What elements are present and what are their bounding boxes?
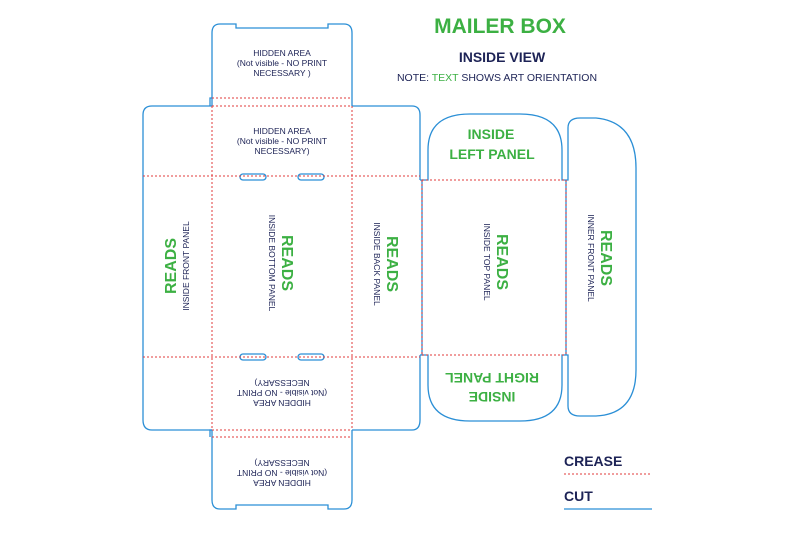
svg-text:(Not visible - NO PRINT: (Not visible - NO PRINT bbox=[237, 136, 327, 146]
hidden-area-bottom-inner: HIDDEN AREA (Not visible - NO PRINT NECE… bbox=[237, 378, 327, 408]
svg-text:INSIDE BACK PANEL: INSIDE BACK PANEL bbox=[372, 222, 382, 306]
svg-text:(Not visible - NO PRINT: (Not visible - NO PRINT bbox=[237, 388, 327, 398]
legend: CREASE CUT bbox=[564, 453, 652, 510]
legend-crease-label: CREASE bbox=[564, 453, 622, 469]
left-panel-cut bbox=[142, 105, 212, 431]
bottom-outer-flap-cut bbox=[211, 437, 353, 510]
orientation-note: NOTE: TEXT SHOWS ART ORIENTATION bbox=[397, 72, 597, 84]
inside-right-panel-label: INSIDE RIGHT PANEL bbox=[445, 370, 539, 405]
diagram-subtitle: INSIDE VIEW bbox=[459, 49, 546, 65]
hidden-area-bottom-outer: HIDDEN AREA (Not visible - NO PRINT NECE… bbox=[237, 458, 327, 488]
svg-text:HIDDEN AREA: HIDDEN AREA bbox=[253, 478, 311, 488]
svg-text:READS: READS bbox=[493, 234, 510, 290]
svg-text:INNER FRONT PANEL: INNER FRONT PANEL bbox=[586, 214, 596, 302]
crease-lines bbox=[143, 97, 567, 438]
svg-text:INSIDE FRONT PANEL: INSIDE FRONT PANEL bbox=[181, 221, 191, 311]
inside-left-panel-label: INSIDE LEFT PANEL bbox=[449, 126, 535, 162]
slot-cut bbox=[297, 173, 325, 181]
inner-front-panel-cut bbox=[566, 117, 637, 417]
svg-text:HIDDEN AREA: HIDDEN AREA bbox=[253, 48, 311, 58]
svg-text:HIDDEN AREA: HIDDEN AREA bbox=[253, 398, 311, 408]
top-panel-cut bbox=[420, 179, 423, 356]
hidden-area-top-outer: HIDDEN AREA (Not visible - NO PRINT NECE… bbox=[237, 48, 327, 78]
slot-cut bbox=[239, 173, 267, 181]
inside-left-panel-cut bbox=[422, 113, 566, 181]
svg-text:INSIDE TOP PANEL: INSIDE TOP PANEL bbox=[482, 223, 492, 301]
inside-top-panel-label: READS INSIDE TOP PANEL bbox=[482, 223, 510, 301]
svg-text:INSIDE BOTTOM PANEL: INSIDE BOTTOM PANEL bbox=[267, 215, 277, 312]
back-panel-cut bbox=[352, 105, 421, 431]
legend-cut-label: CUT bbox=[564, 488, 593, 504]
svg-text:LEFT PANEL: LEFT PANEL bbox=[449, 146, 535, 162]
inside-front-panel-label: READS INSIDE FRONT PANEL bbox=[163, 221, 191, 311]
svg-text:INSIDE: INSIDE bbox=[469, 389, 516, 405]
left-notch-cut bbox=[209, 97, 212, 437]
hidden-area-top-inner: HIDDEN AREA (Not visible - NO PRINT NECE… bbox=[237, 126, 327, 156]
svg-text:NECESSARY ): NECESSARY ) bbox=[253, 68, 310, 78]
inside-right-panel-cut bbox=[422, 354, 566, 422]
inside-back-panel-label: READS INSIDE BACK PANEL bbox=[372, 222, 400, 306]
svg-text:(Not visible - NO PRINT: (Not visible - NO PRINT bbox=[237, 58, 327, 68]
svg-text:READS: READS bbox=[597, 230, 614, 286]
inner-front-panel-label: READS INNER FRONT PANEL bbox=[586, 214, 614, 302]
svg-text:NECESSARY): NECESSARY) bbox=[254, 458, 309, 468]
svg-text:RIGHT PANEL: RIGHT PANEL bbox=[445, 370, 539, 386]
svg-text:(Not visible - NO PRINT: (Not visible - NO PRINT bbox=[237, 468, 327, 478]
svg-text:INSIDE: INSIDE bbox=[468, 126, 515, 142]
inside-bottom-panel-label: READS INSIDE BOTTOM PANEL bbox=[267, 215, 295, 312]
svg-text:READS: READS bbox=[383, 236, 400, 292]
svg-text:READS: READS bbox=[163, 238, 180, 294]
svg-text:NECESSARY): NECESSARY) bbox=[254, 378, 309, 388]
svg-text:READS: READS bbox=[278, 235, 295, 291]
top-outer-flap-cut bbox=[211, 23, 353, 98]
svg-text:HIDDEN AREA: HIDDEN AREA bbox=[253, 126, 311, 136]
svg-text:NECESSARY): NECESSARY) bbox=[254, 146, 309, 156]
diagram-title: MAILER BOX bbox=[434, 15, 566, 38]
